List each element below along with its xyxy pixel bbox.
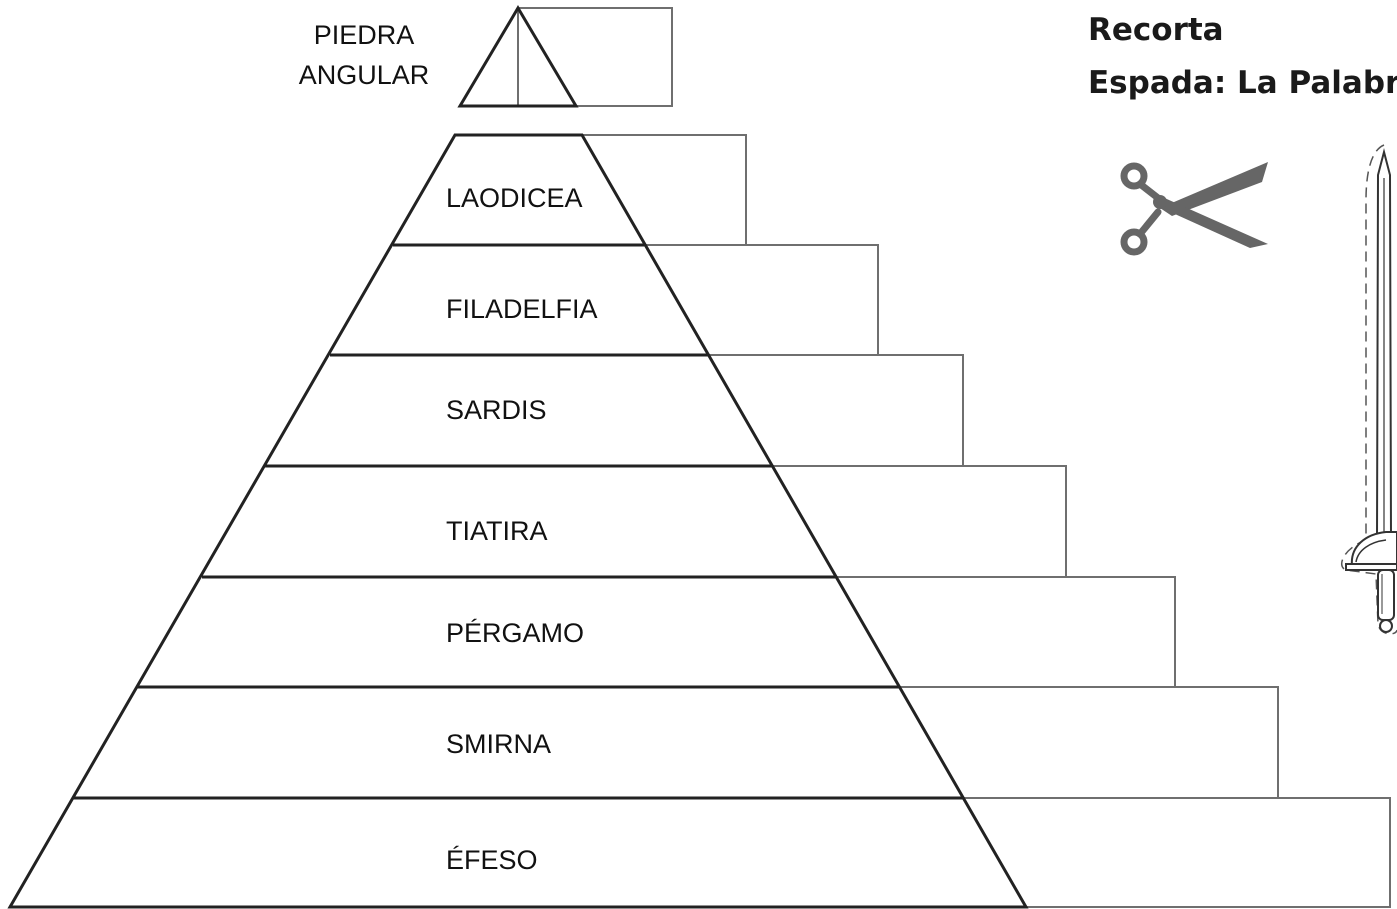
capstone-cut-box	[517, 7, 673, 107]
title-line-2: Espada: La Palabra	[1088, 65, 1397, 101]
capstone-triangle	[457, 5, 579, 108]
level-label-pergamo: PÉRGAMO	[446, 618, 584, 648]
pyramid: LAODICEA FILADELFIA SARDIS TIATIRA PÉRGA…	[7, 133, 1029, 909]
level-boxes	[582, 134, 1391, 908]
level-box-filadelfia	[647, 244, 879, 356]
level-box-sardis	[708, 354, 964, 467]
sword-icon	[1341, 144, 1397, 635]
pyramid-outline	[7, 133, 1029, 909]
scissors-icon	[1120, 162, 1268, 256]
level-box-smirna	[899, 686, 1279, 799]
level-box-tiatira	[772, 465, 1067, 578]
capstone-label-line-2: ANGULAR	[299, 60, 430, 90]
level-label-sardis: SARDIS	[446, 395, 547, 425]
level-box-pergamo	[835, 576, 1176, 688]
level-label-filadelfia: FILADELFIA	[446, 294, 598, 324]
level-label-tiatira: TIATIRA	[446, 516, 548, 546]
level-box-laodicea	[582, 134, 747, 246]
title-line-1: Recorta	[1088, 12, 1224, 48]
level-box-efeso	[964, 797, 1391, 908]
capstone: PIEDRA ANGULAR	[299, 5, 673, 108]
level-label-smirna: SMIRNA	[446, 729, 551, 759]
level-label-efeso: ÉFESO	[446, 845, 538, 875]
capstone-label-line-1: PIEDRA	[314, 20, 415, 50]
level-label-laodicea: LAODICEA	[446, 183, 583, 213]
